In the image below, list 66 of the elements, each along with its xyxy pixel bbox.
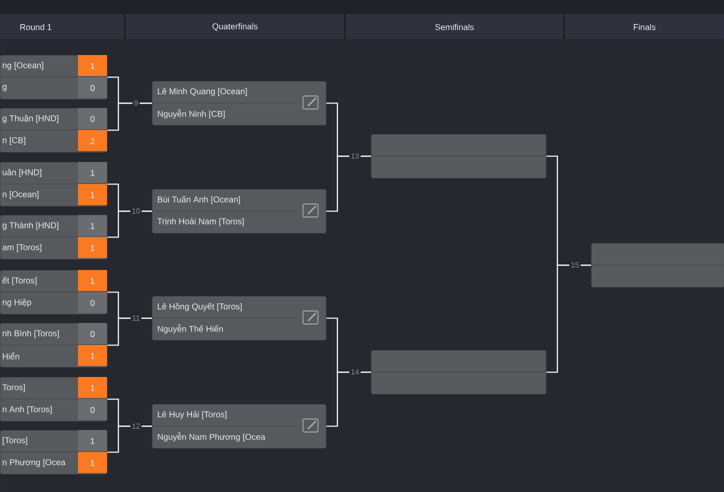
match-box	[0, 108, 108, 152]
score-cell: 0	[78, 108, 107, 129]
player-name: Toros]	[2, 384, 25, 392]
score-cell: 1	[78, 452, 107, 473]
score-cell: 1	[78, 237, 107, 258]
column-header: Round 1	[0, 14, 124, 39]
player-name: uân [HND]	[2, 169, 42, 177]
score-cell: 0	[78, 323, 107, 344]
score-cell: 0	[78, 292, 107, 313]
column-header: Finals	[565, 14, 724, 39]
bracket-line	[546, 264, 591, 373]
empty-match-box	[370, 134, 546, 178]
player-name: ng [Ocean]	[2, 62, 44, 70]
match-box	[0, 162, 108, 206]
score-cell: 1	[78, 345, 107, 366]
player-name: g Thuận [HND]	[2, 115, 58, 123]
player-name: Nguyễn Ninh [CB]	[158, 109, 225, 119]
match-box	[0, 215, 108, 260]
match-box	[152, 189, 326, 234]
player-name: Bùi Tuấn Anh [Ocean]	[158, 196, 240, 204]
player-name: Nguyễn Nam Phương [Ocea	[158, 432, 266, 442]
bracket-line	[326, 372, 371, 427]
score-cell: 0	[78, 399, 107, 420]
bracket-line	[326, 156, 371, 212]
score-cell: 2	[78, 130, 107, 151]
score-cell: 0	[78, 77, 107, 98]
match-box	[152, 404, 326, 448]
player-name: n [CB]	[2, 137, 26, 145]
column-header: Semifinals	[346, 14, 563, 39]
player-name: g Thành [HND]	[2, 222, 58, 230]
player-name: nh Bình [Toros]	[2, 330, 59, 338]
score-cell: 1	[78, 55, 107, 76]
player-name: Lê Hồng Quyết [Toros]	[158, 302, 242, 312]
player-name: Hiển	[2, 352, 20, 360]
player-name: ết [Toros]	[2, 276, 37, 286]
column-header: Quaterfinals	[126, 14, 344, 39]
match-box	[0, 55, 108, 100]
empty-match-box	[590, 243, 724, 288]
bracket-line	[107, 210, 152, 238]
score-cell: 1	[78, 215, 107, 236]
player-name: n [Ocean]	[2, 191, 38, 199]
player-name: Trịnh Hoài Nam [Toros]	[157, 218, 244, 226]
score-cell: 1	[78, 377, 107, 398]
match-box	[152, 296, 326, 340]
score-cell: 1	[78, 184, 107, 205]
player-name: Lê Minh Quang [Ocean]	[158, 88, 247, 96]
player-name: am [Toros]	[2, 244, 42, 252]
empty-match-box	[370, 350, 546, 394]
score-cell: 1	[78, 270, 107, 291]
player-name: [Toros]	[2, 437, 28, 445]
match-box	[0, 377, 108, 422]
bracket-line	[107, 426, 152, 453]
match-box	[0, 323, 108, 368]
player-name: g	[2, 84, 6, 92]
match-box	[0, 270, 108, 314]
player-name: ng Hiệp	[2, 299, 32, 307]
score-cell: 1	[78, 162, 107, 183]
match-box	[152, 81, 326, 126]
player-name: Nguyễn Thế Hiển	[158, 324, 223, 334]
score-cell: 1	[78, 430, 107, 451]
player-name: Lê Huy Hải [Toros]	[158, 410, 226, 420]
bracket-line	[107, 102, 152, 131]
match-box	[0, 430, 108, 474]
bracket-line	[107, 318, 152, 346]
player-name: n Anh [Toros]	[2, 406, 52, 414]
player-name: n Phương [Ocea	[2, 459, 66, 467]
